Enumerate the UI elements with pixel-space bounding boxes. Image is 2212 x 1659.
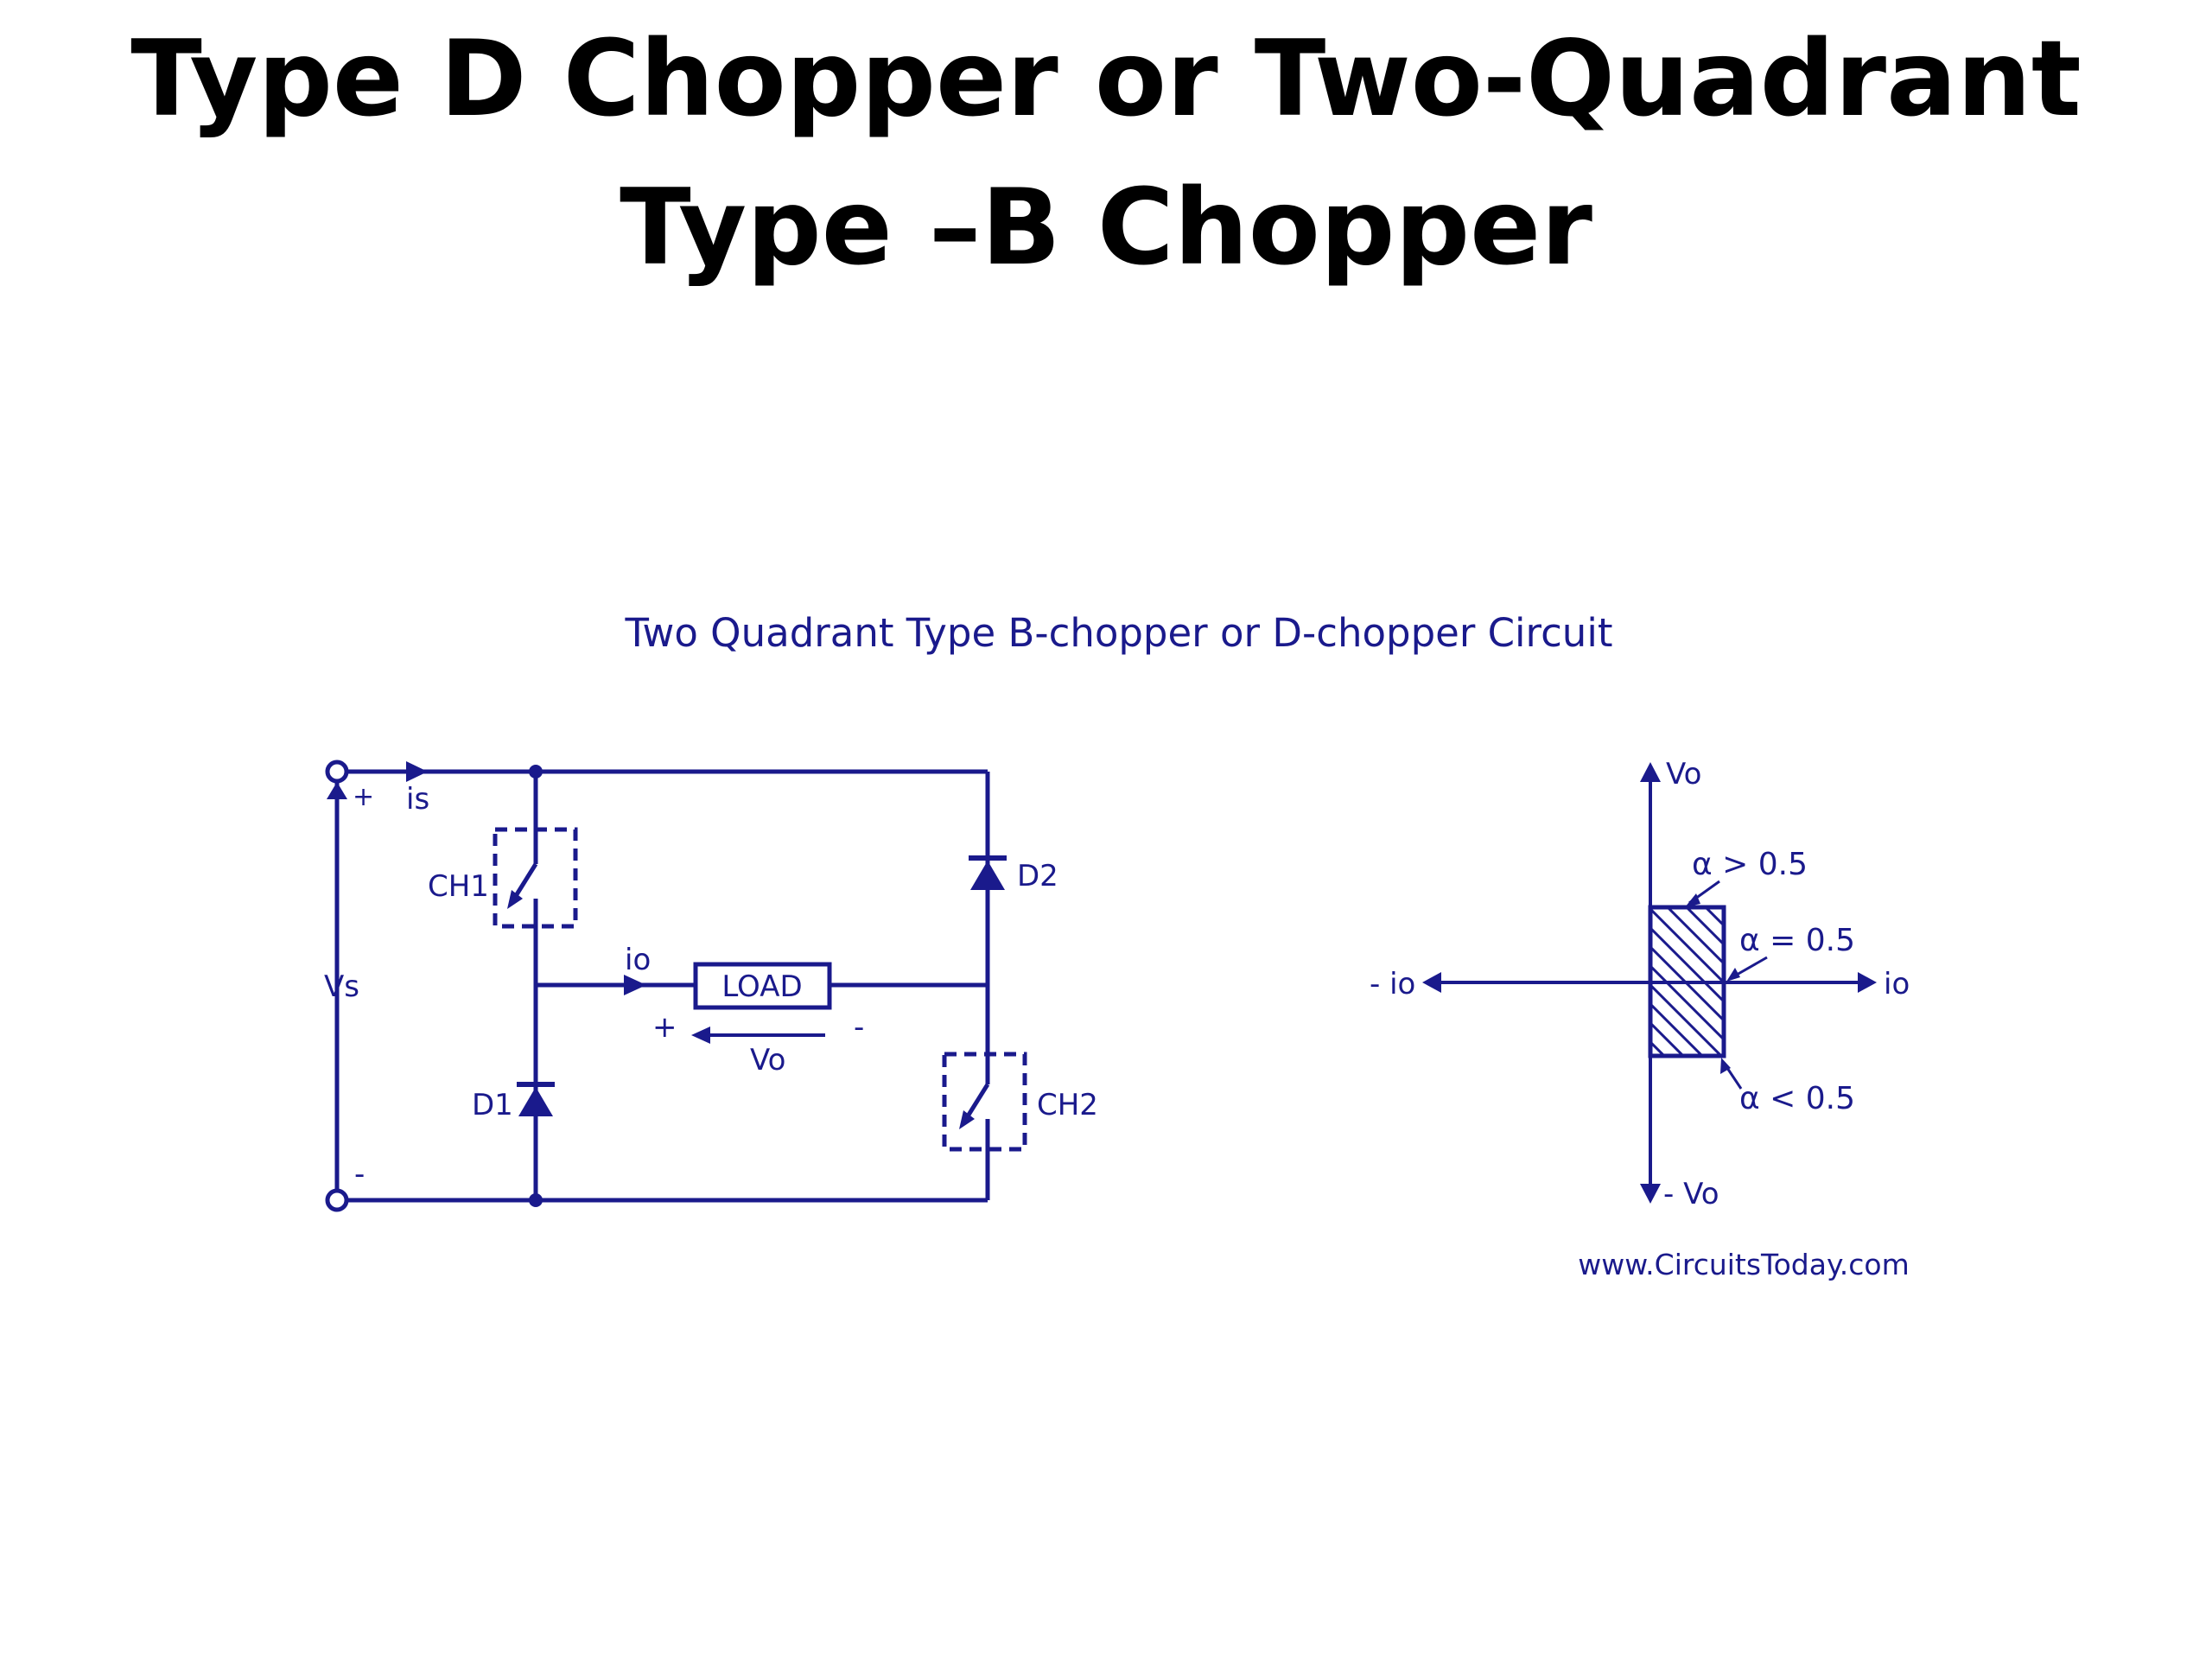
quadrant-plot bbox=[1422, 762, 1877, 1204]
watermark: www.CircuitsToday.com bbox=[1578, 1248, 1910, 1281]
title-line-1: Type D Chopper or Two-Quadrant bbox=[130, 18, 2082, 140]
alpha-lt-label: α < 0.5 bbox=[1739, 1081, 1855, 1116]
source-current-label: is bbox=[406, 782, 429, 817]
y-axis-neg-label: - Vo bbox=[1663, 1177, 1719, 1211]
d1-label: D1 bbox=[472, 1088, 513, 1122]
source-minus-label: - bbox=[354, 1157, 365, 1192]
alpha-gt-label: α > 0.5 bbox=[1692, 847, 1808, 882]
load-voltage-label: Vo bbox=[750, 1043, 785, 1077]
circuit bbox=[334, 769, 1027, 1203]
slide-title: Type D Chopper or Two-Quadrant Type –B C… bbox=[0, 0, 2212, 302]
vo-arrow bbox=[691, 1027, 710, 1044]
io-arrow bbox=[624, 975, 646, 995]
load-plus-label: + bbox=[652, 1010, 677, 1045]
title-line-2: Type –B Chopper bbox=[620, 167, 1592, 289]
ch1-label: CH1 bbox=[428, 869, 489, 904]
d2-label: D2 bbox=[1017, 859, 1058, 893]
y-axis-pos-label: Vo bbox=[1666, 757, 1701, 791]
diagram-caption: Two Quadrant Type B-chopper or D-chopper… bbox=[625, 610, 1613, 656]
load-current-label: io bbox=[625, 943, 651, 977]
load-label: LOAD bbox=[721, 969, 802, 1004]
ch2-switch-box bbox=[942, 1052, 1027, 1152]
source-voltage-label: Vs bbox=[324, 969, 359, 1004]
d1-diode bbox=[517, 1082, 555, 1116]
alpha-eq-label: α = 0.5 bbox=[1739, 923, 1855, 958]
is-arrow bbox=[406, 761, 428, 782]
d2-diode bbox=[969, 855, 1007, 890]
x-axis-pos-label: io bbox=[1884, 967, 1910, 1001]
source-plus-label: + bbox=[353, 782, 374, 812]
operating-region bbox=[1648, 905, 1726, 1058]
load-minus-label: - bbox=[854, 1010, 864, 1045]
x-axis-neg-label: - io bbox=[1370, 967, 1415, 1001]
ch2-label: CH2 bbox=[1037, 1088, 1098, 1122]
vs-arrow bbox=[327, 782, 347, 799]
